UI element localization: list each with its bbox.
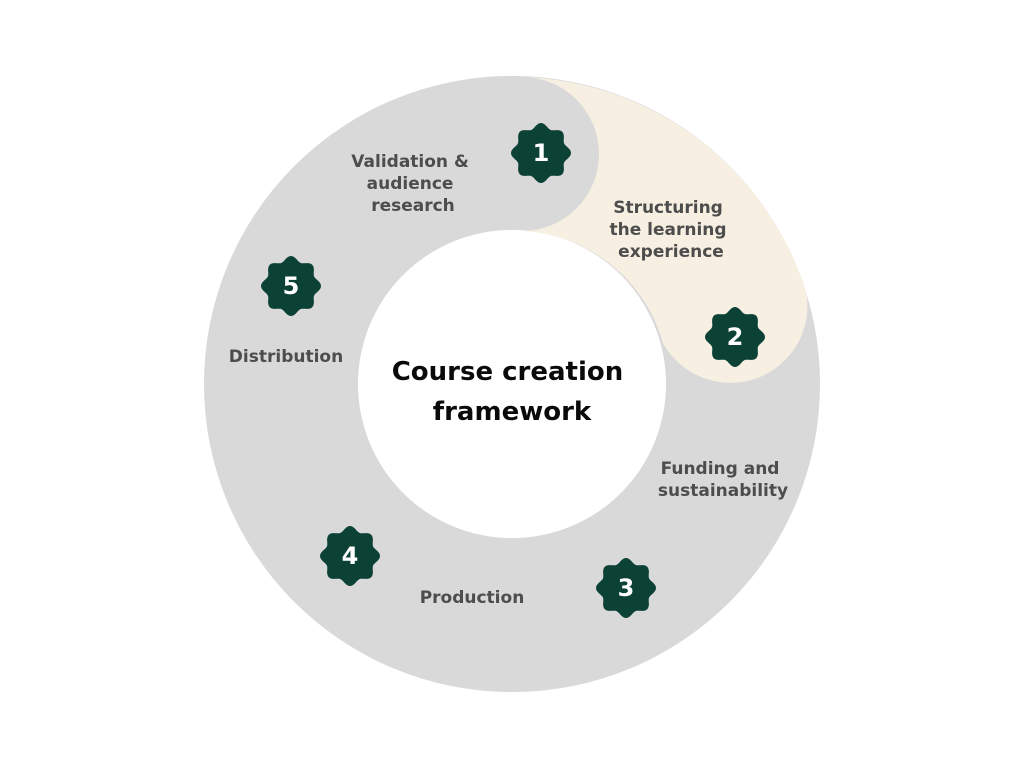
step-5-label: Distribution xyxy=(229,347,343,367)
step-2-label-line-2: the learning xyxy=(609,220,726,240)
step-5-badge-shape xyxy=(261,256,321,316)
step-5-badge-number: 5 xyxy=(283,272,300,300)
step-5-label-line-1: Distribution xyxy=(229,347,343,367)
step-3-badge-shape xyxy=(596,558,656,618)
step-4-badge: 4 xyxy=(320,526,380,586)
step-4-label-line-1: Production xyxy=(420,588,525,608)
step-4-badge-number: 4 xyxy=(342,542,359,570)
step-1-badge-shape xyxy=(511,123,571,183)
center-title: Course creation framework xyxy=(392,357,633,427)
step-2-label-line-3: experience xyxy=(618,242,724,262)
step-2-badge: 2 xyxy=(705,307,765,367)
step-4-badge-shape xyxy=(320,526,380,586)
step-1-label: Validation & audience research xyxy=(351,152,474,216)
step-1-badge-number: 1 xyxy=(533,139,550,167)
step-3-badge: 3 xyxy=(596,558,656,618)
step-2-label-line-1: Structuring xyxy=(613,198,723,218)
step-2-label: Structuring the learning experience xyxy=(609,198,732,262)
step-2-badge-shape xyxy=(705,307,765,367)
step-5-badge: 5 xyxy=(261,256,321,316)
step-3-label-line-1: Funding and xyxy=(661,459,780,479)
step-1-label-line-2: audience xyxy=(367,174,454,194)
step-2-badge-number: 2 xyxy=(727,323,744,351)
step-1-badge: 1 xyxy=(511,123,571,183)
step-3-label: Funding and sustainability xyxy=(658,459,788,501)
step-1-label-line-1: Validation & xyxy=(351,152,469,172)
center-title-line-2: framework xyxy=(433,397,592,427)
segment-structuring-highlight xyxy=(522,77,808,383)
center-title-line-1: Course creation xyxy=(392,357,624,387)
step-1-label-line-3: research xyxy=(371,196,455,216)
step-4-label: Production xyxy=(420,588,525,608)
step-3-label-line-2: sustainability xyxy=(658,481,788,501)
step-3-badge-number: 3 xyxy=(618,574,635,602)
